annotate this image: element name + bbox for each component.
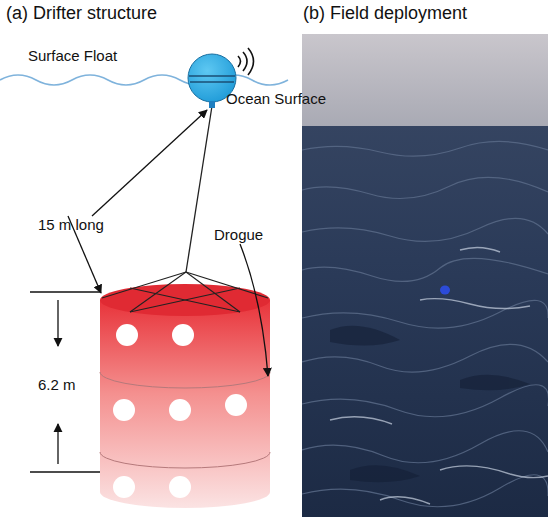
dimension-label: 6.2 m <box>38 376 76 393</box>
dimension-label: 15 m long <box>38 216 104 233</box>
part-label: Drogue <box>214 226 263 243</box>
panel-title: (a) Drifter structure <box>6 3 157 24</box>
part-label: Ocean Surface <box>226 90 326 107</box>
part-label: Surface Float <box>28 47 117 64</box>
panel-title: (b) Field deployment <box>303 3 467 24</box>
